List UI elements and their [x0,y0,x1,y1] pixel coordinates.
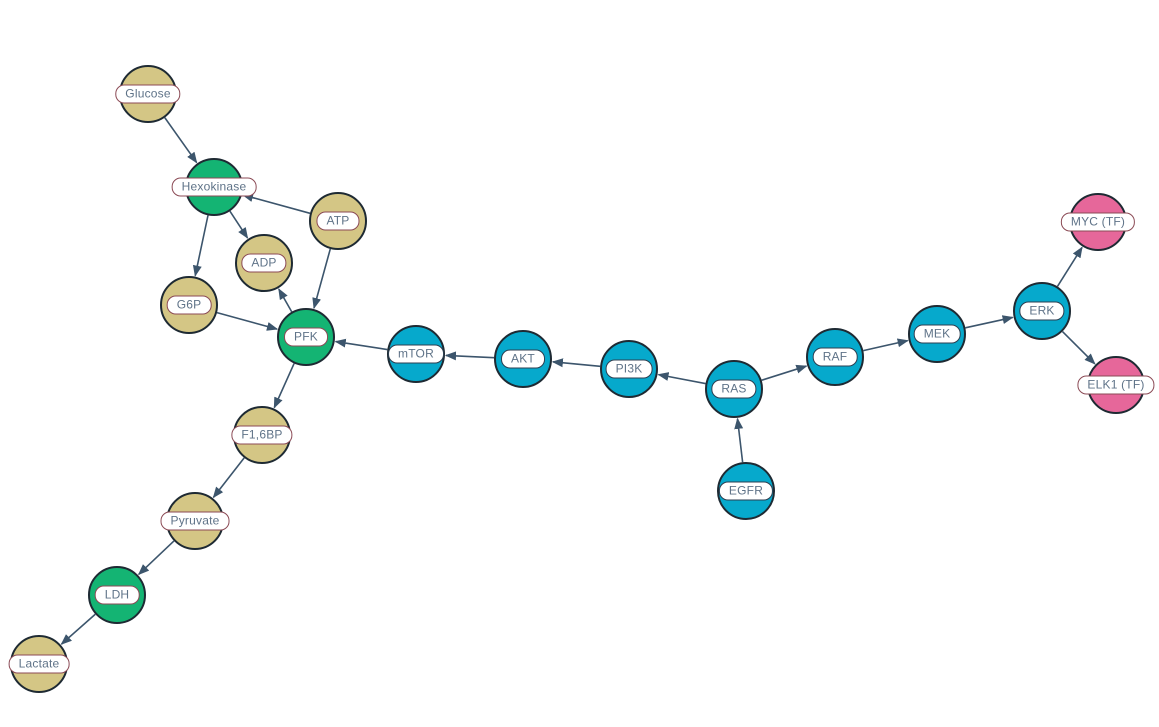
edge-pfk-to-adp[interactable] [278,288,293,313]
edge-mek-to-erk[interactable] [965,315,1014,329]
edge-ras-to-raf[interactable] [761,364,808,382]
node-mek[interactable] [908,305,966,363]
node-atp[interactable] [309,192,367,250]
node-lactate[interactable] [10,635,68,693]
node-ldh[interactable] [88,566,146,624]
node-adp[interactable] [235,234,293,292]
edge-f16bp-to-pyruvate[interactable] [212,457,245,499]
node-pfk[interactable] [277,308,335,366]
edge-hexokinase-to-adp[interactable] [229,210,249,239]
node-erk[interactable] [1013,282,1071,340]
node-raf[interactable] [806,328,864,386]
node-hexokinase[interactable] [185,158,243,216]
edge-atp-to-pfk[interactable] [312,248,332,310]
node-f16bp[interactable] [233,406,291,464]
edge-erk-to-myc[interactable] [1056,246,1083,287]
node-pi3k[interactable] [600,340,658,398]
edge-pfk-to-f16bp[interactable] [273,363,295,409]
node-pyruvate[interactable] [166,492,224,550]
node-akt[interactable] [494,330,552,388]
edge-erk-to-elk1[interactable] [1061,330,1096,365]
edge-akt-to-mtor[interactable] [444,351,495,361]
edge-raf-to-mek[interactable] [863,338,909,352]
edge-ras-to-pi3k[interactable] [657,372,706,385]
edge-pi3k-to-akt[interactable] [551,358,601,368]
edge-hexokinase-to-g6p[interactable] [192,215,209,277]
node-egfr[interactable] [717,462,775,520]
edge-ldh-to-lactate[interactable] [60,613,96,645]
edge-glucose-to-hexokinase[interactable] [164,117,198,164]
edge-egfr-to-ras[interactable] [734,417,744,463]
node-myc[interactable] [1069,193,1127,251]
node-glucose[interactable] [119,65,177,123]
node-elk1[interactable] [1087,356,1145,414]
node-mtor[interactable] [387,325,445,383]
edge-g6p-to-pfk[interactable] [216,311,279,331]
node-g6p[interactable] [160,276,218,334]
edge-pyruvate-to-ldh[interactable] [137,540,175,576]
node-ras[interactable] [705,360,763,418]
edge-atp-to-hexokinase[interactable] [241,193,311,215]
edge-mtor-to-pfk[interactable] [334,338,388,351]
